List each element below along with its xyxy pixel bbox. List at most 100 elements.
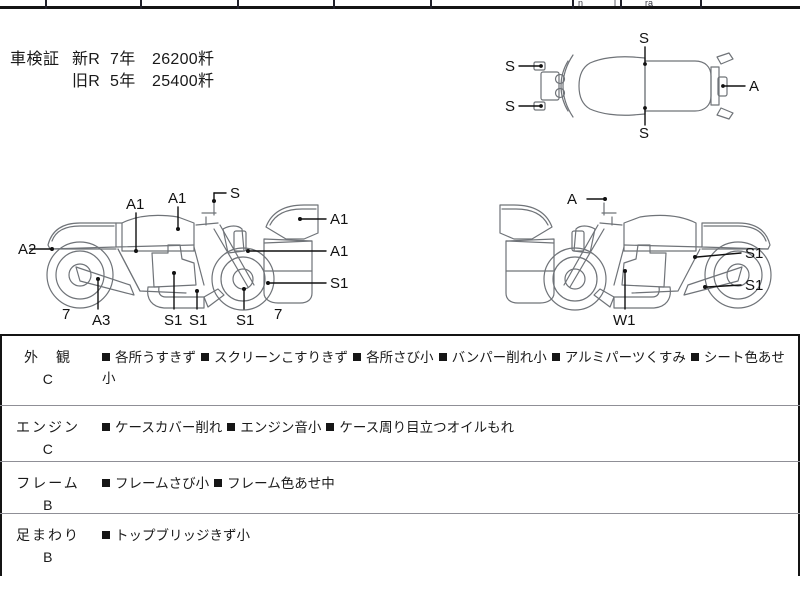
bullet-icon — [102, 531, 110, 539]
marker-7-rear: 7 — [62, 306, 70, 323]
marker-a1-fairing-top: A1 — [330, 211, 348, 228]
bullet-icon — [326, 423, 335, 431]
condition-item: スクリーンこすりきず — [201, 350, 348, 365]
registration-year-new: 7年 — [110, 51, 136, 68]
table-right-border — [798, 336, 800, 576]
header-partial-glyph-0: n — [578, 0, 584, 8]
marker-s1-frontwheel: S1 — [236, 312, 254, 329]
condition-item-text: ケース周り目立つオイルもれ — [339, 420, 515, 435]
header-divider-3 — [333, 0, 335, 9]
top-view-diagram: S S S S A — [505, 31, 795, 143]
marker-7-front: 7 — [274, 306, 282, 323]
marker-a3-swingarm: A3 — [92, 312, 110, 329]
condition-item: ケースカバー削れ — [102, 420, 222, 435]
condition-item-text: フレームさび小 — [115, 476, 210, 491]
cut-off-table-header: n l ra — [0, 0, 800, 9]
category-label-exterior: 外 観 — [24, 349, 72, 365]
marker-s1-rearframe: S1 — [745, 245, 763, 262]
bullet-icon — [102, 479, 110, 487]
header-divider-0 — [45, 0, 47, 9]
condition-category-engine: エンジン C — [0, 406, 96, 457]
marker-a1-seat: A1 — [126, 196, 144, 213]
registration-era-new: 新R — [72, 51, 101, 68]
grade-badge-frame: B — [43, 497, 53, 513]
category-label-suspension: 足まわり — [16, 527, 80, 543]
marker-s1-engine: S1 — [164, 312, 182, 329]
condition-row-suspension: 足まわり B トップブリッジきず小 — [0, 514, 800, 576]
marker-s-tank-top: S — [639, 31, 649, 47]
condition-row-engine: エンジン C ケースカバー削れ エンジン音小 ケース周り目立つオイルもれ — [0, 406, 800, 462]
condition-item: トップブリッジきず小 — [102, 528, 250, 543]
marker-a-rear: A — [749, 78, 759, 95]
bullet-icon — [551, 353, 560, 361]
left-side-diagram: A1 A1 S A1 A1 A2 A3 S1 S1 S1 S1 7 7 — [18, 167, 363, 335]
bullet-icon — [690, 353, 699, 361]
condition-item: シート色あせ小 — [102, 350, 785, 386]
condition-item: フレームさび小 — [102, 476, 209, 491]
condition-row-frame: フレーム B フレームさび小 フレーム色あせ中 — [0, 462, 800, 514]
bullet-icon — [353, 353, 362, 361]
marker-s-front-upper: S — [505, 58, 515, 75]
marker-s-tank-bottom: S — [639, 125, 649, 142]
bullet-icon — [201, 353, 209, 361]
category-label-engine: エンジン — [16, 419, 80, 435]
condition-item-text: フレーム色あせ中 — [227, 476, 335, 491]
marker-a-mirror: A — [567, 191, 577, 208]
grade-badge-suspension: B — [43, 549, 53, 565]
bullet-icon — [102, 353, 110, 361]
condition-item: ケース周り目立つオイルもれ — [326, 420, 514, 435]
header-partial-glyph-1: l — [614, 0, 616, 8]
header-partial-glyph-2: ra — [645, 0, 654, 8]
condition-item-text: 各所うすきず — [115, 350, 196, 365]
condition-item-text: ケースカバー削れ — [115, 420, 223, 435]
bullet-icon — [227, 423, 236, 431]
condition-item-text: エンジン音小 — [240, 420, 322, 435]
condition-item: 各所うすきず — [102, 350, 196, 365]
condition-item-text: スクリーンこすりきず — [214, 350, 349, 365]
condition-items-exterior: 各所うすきず スクリーンこすりきず 各所さび小 バンパー削れ小 アルミパーツくすみシート… — [96, 336, 800, 389]
marker-s-front-lower: S — [505, 98, 515, 115]
condition-items-suspension: トップブリッジきず小 — [96, 514, 800, 546]
condition-category-exterior: 外 観 C — [0, 336, 96, 387]
registration-row-old: 旧R 5年 25400粁 — [72, 67, 214, 91]
marker-a1-tank: A1 — [168, 190, 186, 207]
header-divider-1 — [140, 0, 142, 9]
header-divider-7 — [700, 0, 702, 9]
grade-badge-engine: C — [42, 441, 54, 457]
table-left-border — [0, 336, 2, 576]
condition-items-frame: フレームさび小 フレーム色あせ中 — [96, 462, 800, 494]
condition-item: 各所さび小 — [353, 350, 434, 365]
marker-s1-exhaust-right: S1 — [745, 277, 763, 294]
header-divider-5 — [572, 0, 574, 9]
marker-a2-tail: A2 — [18, 241, 36, 258]
header-divider-6 — [620, 0, 622, 9]
condition-row-exterior: 外 観 C 各所うすきず スクリーンこすりきず 各所さび小 バンパー削れ小 アルミパーツ… — [0, 336, 800, 406]
condition-item-text: 各所さび小 — [366, 350, 434, 365]
marker-s1-case: S1 — [330, 275, 348, 292]
condition-item: バンパー削れ小 — [438, 350, 547, 365]
condition-item-text: アルミパーツくすみ — [564, 350, 686, 365]
registration-era-old: 旧R — [72, 73, 101, 90]
condition-item-text: シート色あせ小 — [102, 350, 785, 386]
condition-item: フレーム色あせ中 — [214, 476, 335, 491]
registration-odometer-old: 25400粁 — [152, 73, 215, 90]
bullet-icon — [214, 479, 223, 487]
condition-category-suspension: 足まわり B — [0, 514, 96, 565]
condition-category-frame: フレーム B — [0, 462, 96, 513]
condition-item: エンジン音小 — [227, 420, 321, 435]
condition-item: アルミパーツくすみ — [551, 350, 686, 365]
header-divider-4 — [430, 0, 432, 9]
marker-a1-fairing-mid: A1 — [330, 243, 348, 260]
marker-w1-engine: W1 — [613, 312, 636, 329]
grade-badge-exterior: C — [42, 371, 54, 387]
condition-table: 外 観 C 各所うすきず スクリーンこすりきず 各所さび小 バンパー削れ小 アルミパーツ… — [0, 334, 800, 576]
bullet-icon — [102, 423, 110, 431]
condition-item-text: バンパー削れ小 — [451, 350, 547, 365]
marker-s1-exhaust: S1 — [189, 312, 207, 329]
right-side-diagram: A S1 S1 W1 — [455, 167, 800, 335]
registration-year-old: 5年 — [110, 73, 136, 90]
